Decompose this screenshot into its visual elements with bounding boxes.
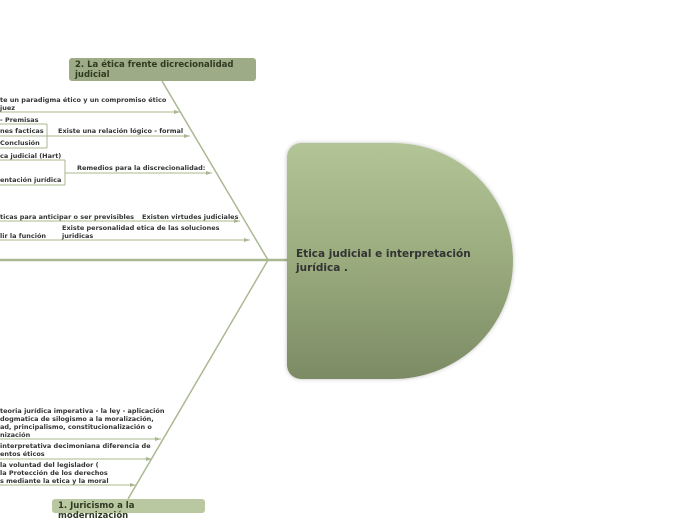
arrow-head (206, 171, 212, 175)
item-label[interactable]: la Protección de los derechos (0, 469, 108, 477)
item-label[interactable]: interpretativa decimoniana diferencia de (0, 442, 151, 450)
item-label[interactable]: entación jurídica (0, 176, 62, 184)
arrow-head (146, 457, 152, 461)
item-label[interactable]: Conclusión (0, 139, 40, 147)
item-label[interactable]: juez (0, 104, 16, 112)
central-topic-shape[interactable] (287, 143, 513, 379)
item-label[interactable]: s mediante la etica y la moral (0, 477, 109, 485)
item-label[interactable]: dogmatica de silogismo a la moralización… (0, 415, 154, 423)
arrow-head (234, 219, 240, 223)
arrow-head (155, 437, 161, 441)
top-bone-line (161, 80, 269, 261)
item-label[interactable]: juridicas (62, 232, 94, 240)
item-label[interactable]: teoria jurídica imperativa - la ley - ap… (0, 407, 165, 415)
item-label[interactable]: Existe una relación lógico - formal (58, 127, 184, 135)
item-label[interactable]: ca judicial (Hart) (0, 152, 62, 160)
item-label[interactable]: nes facticas (0, 127, 44, 135)
arrow-head (244, 238, 250, 242)
item-label[interactable]: entos éticos (0, 450, 45, 458)
item-label[interactable]: ad, principalismo, constitucionalización… (0, 423, 152, 431)
item-label[interactable]: lir la función (0, 232, 47, 240)
item-label[interactable]: Existen virtudes judiciales (142, 213, 239, 221)
arrow-head (174, 110, 180, 114)
item-label[interactable]: Remedios para la discrecionalidad: (77, 164, 206, 172)
item-label[interactable]: - Premisas (0, 116, 39, 124)
item-label[interactable]: la voluntad del legislador ( (0, 461, 99, 469)
arrow-head (184, 134, 190, 138)
item-label[interactable]: te un paradigma ético y un compromiso ét… (0, 96, 167, 104)
central-topic-title: Etica judicial e interpretación jurídica… (296, 248, 471, 274)
category-etica-discrecionalidad[interactable]: 2. La ética frente dicrecionalidad judic… (69, 58, 256, 81)
bottom-bone-line (127, 259, 269, 500)
category-juricismo-modernizacion[interactable]: 1. Juricismo a la modernización (52, 499, 205, 521)
item-label[interactable]: ticas para anticipar o ser previsibles (0, 213, 134, 221)
arrow-head (130, 483, 136, 487)
item-label[interactable]: Existe personalidad etica de las solucio… (62, 224, 220, 232)
item-label[interactable]: nización (0, 431, 31, 439)
